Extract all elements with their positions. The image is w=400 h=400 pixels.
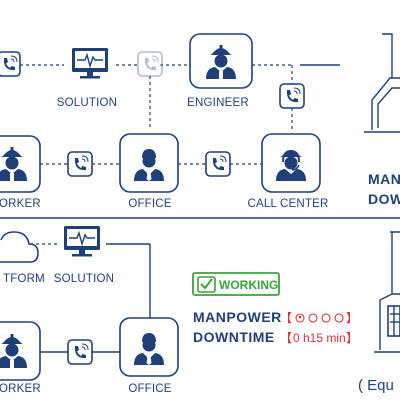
worker-node-bottom [0, 321, 41, 381]
building-icon-bottom [374, 231, 400, 353]
worker-node-top [0, 135, 41, 193]
solution-node-top [71, 47, 109, 80]
building-icon-top [364, 33, 400, 133]
top-connectors [20, 64, 340, 165]
manpower-label: MANPOWER [193, 309, 282, 325]
phone-box-bottom [67, 339, 93, 365]
solution-node-bottom [63, 225, 101, 258]
phone-box-top-left [0, 51, 21, 77]
manpower-label-top: MAN [368, 171, 400, 187]
phone-box-top-center [137, 51, 163, 77]
downtime-value: 0 h15 min [293, 331, 346, 345]
worker-label-top: ORKER [0, 198, 41, 210]
office-label-bottom: OFFICE [128, 383, 171, 395]
platform-label: TFORM [3, 273, 45, 285]
downtime-label-top: DOW [368, 191, 400, 207]
office-node-top [119, 133, 179, 193]
solution-label-top: SOLUTION [57, 97, 117, 109]
phone-box-mid-right [205, 151, 231, 177]
equipment-label: ( Equ [358, 377, 394, 394]
phone-box-top-right [279, 83, 305, 109]
manpower-bracket-close: 】 [346, 311, 358, 325]
call-center-node [261, 133, 321, 193]
phone-box-mid-left [67, 151, 93, 177]
engineer-node [189, 33, 253, 89]
downtime-bracket-close: 】 [346, 331, 358, 345]
cloud-icon [0, 231, 39, 263]
office-node-bottom [119, 317, 179, 377]
solution-label-bottom: SOLUTION [54, 273, 114, 285]
bottom-connectors [30, 243, 151, 353]
working-label: WORKING [219, 278, 278, 292]
downtime-bracket-open: 【 [280, 331, 292, 345]
working-badge: WORKING [192, 272, 280, 296]
engineer-label: ENGINEER [187, 97, 249, 109]
worker-label-bottom: ORKER [0, 383, 41, 395]
manpower-bracket-open: 【 [280, 311, 292, 325]
manpower-indicator [295, 313, 344, 323]
call-center-label: CALL CENTER [247, 198, 328, 210]
downtime-label: DOWNTIME [193, 329, 275, 345]
office-label-top: OFFICE [128, 198, 171, 210]
